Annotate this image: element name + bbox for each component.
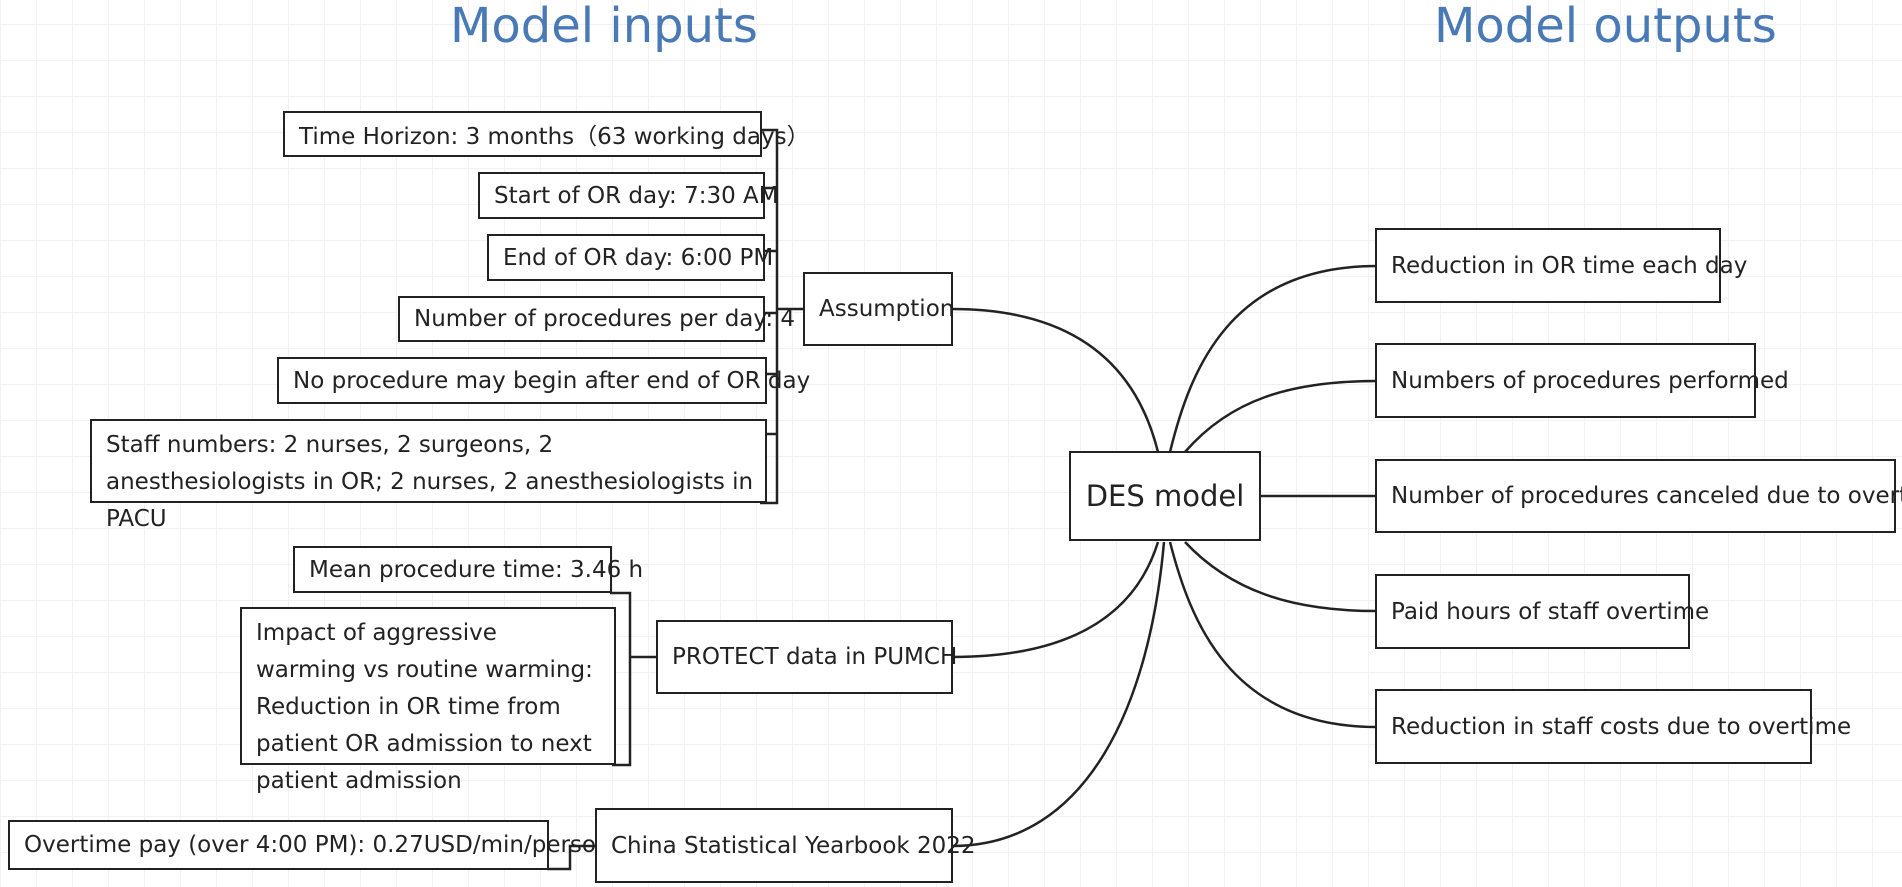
output-reduction-or-time-node: Reduction in OR time each day <box>1375 228 1747 303</box>
output-procedures-canceled-node: Number of procedures canceled due to ove… <box>1375 459 1902 533</box>
protect-bracket-line <box>610 591 657 767</box>
time-horizon-text: Time Horizon: 3 months（63 working days） <box>299 124 810 150</box>
protect-data-label: PROTECT data in PUMCH <box>672 644 958 670</box>
center-to-output-1-curve <box>1168 264 1378 453</box>
output-reduction-or-time-text: Reduction in OR time each day <box>1391 252 1748 279</box>
center-to-assumption-curve <box>951 307 1160 453</box>
mean-procedure-time-text: Mean procedure time: 3.46 h <box>309 556 644 583</box>
center-to-output-2-curve <box>1184 379 1378 453</box>
time-horizon-node: Time Horizon: 3 months（63 working days） <box>283 111 810 157</box>
assumption-branch-lines <box>763 186 804 436</box>
des-model-node: DES model <box>1069 451 1261 541</box>
des-model-label: DES model <box>1085 479 1245 513</box>
start-of-or-day-node: Start of OR day: 7:30 AM <box>478 172 779 219</box>
no-procedure-after-end-node: No procedure may begin after end of OR d… <box>277 357 810 404</box>
mean-procedure-time-node: Mean procedure time: 3.46 h <box>293 546 643 593</box>
output-procedures-performed-text: Numbers of procedures performed <box>1391 367 1789 394</box>
output-procedures-canceled-text: Number of procedures canceled due to ove… <box>1391 483 1902 509</box>
assumption-bracket-line <box>760 128 779 505</box>
output-paid-overtime-hours-text: Paid hours of staff overtime <box>1391 598 1710 625</box>
china-statistical-yearbook-node: China Statistical Yearbook 2022 <box>595 808 976 883</box>
staff-numbers-text: Staff numbers: 2 nurses, 2 surgeons, 2 a… <box>106 432 754 532</box>
overtime-pay-node: Overtime pay (over 4:00 PM): 0.27USD/min… <box>8 820 611 870</box>
china-statistical-yearbook-label: China Statistical Yearbook 2022 <box>611 832 976 859</box>
end-of-or-day-node: End of OR day: 6:00 PM <box>487 234 773 281</box>
yearbook-link-line <box>547 844 596 871</box>
procedures-per-day-text: Number of procedures per day: 4 <box>414 306 796 332</box>
center-to-yearbook-curve <box>951 541 1166 848</box>
assumption-label: Assumption <box>819 296 955 322</box>
model-inputs-heading: Model inputs <box>450 0 758 54</box>
center-to-protect-curve <box>951 541 1160 659</box>
center-to-output-4-curve <box>1184 541 1378 613</box>
center-to-output-5-curve <box>1168 541 1378 729</box>
output-procedures-performed-node: Numbers of procedures performed <box>1375 343 1789 418</box>
no-procedure-after-end-text: No procedure may begin after end of OR d… <box>293 367 811 394</box>
model-outputs-heading: Model outputs <box>1434 0 1777 54</box>
staff-numbers-node: Staff numbers: 2 nurses, 2 surgeons, 2 a… <box>90 419 767 532</box>
procedures-per-day-node: Number of procedures per day: 4 <box>398 296 795 342</box>
output-staff-cost-reduction-text: Reduction in staff costs due to overtime <box>1391 713 1852 740</box>
assumption-node: Assumption <box>803 272 955 346</box>
protect-data-node: PROTECT data in PUMCH <box>656 620 957 694</box>
overtime-pay-text: Overtime pay (over 4:00 PM): 0.27USD/min… <box>24 832 611 858</box>
output-staff-cost-reduction-node: Reduction in staff costs due to overtime <box>1375 689 1851 764</box>
output-paid-overtime-hours-node: Paid hours of staff overtime <box>1375 574 1709 649</box>
aggressive-warming-impact-text: Impact of aggressive warming vs routine … <box>256 620 593 794</box>
aggressive-warming-impact-node: Impact of aggressive warming vs routine … <box>240 607 616 794</box>
end-of-or-day-text: End of OR day: 6:00 PM <box>503 244 774 271</box>
start-of-or-day-text: Start of OR day: 7:30 AM <box>494 182 779 209</box>
